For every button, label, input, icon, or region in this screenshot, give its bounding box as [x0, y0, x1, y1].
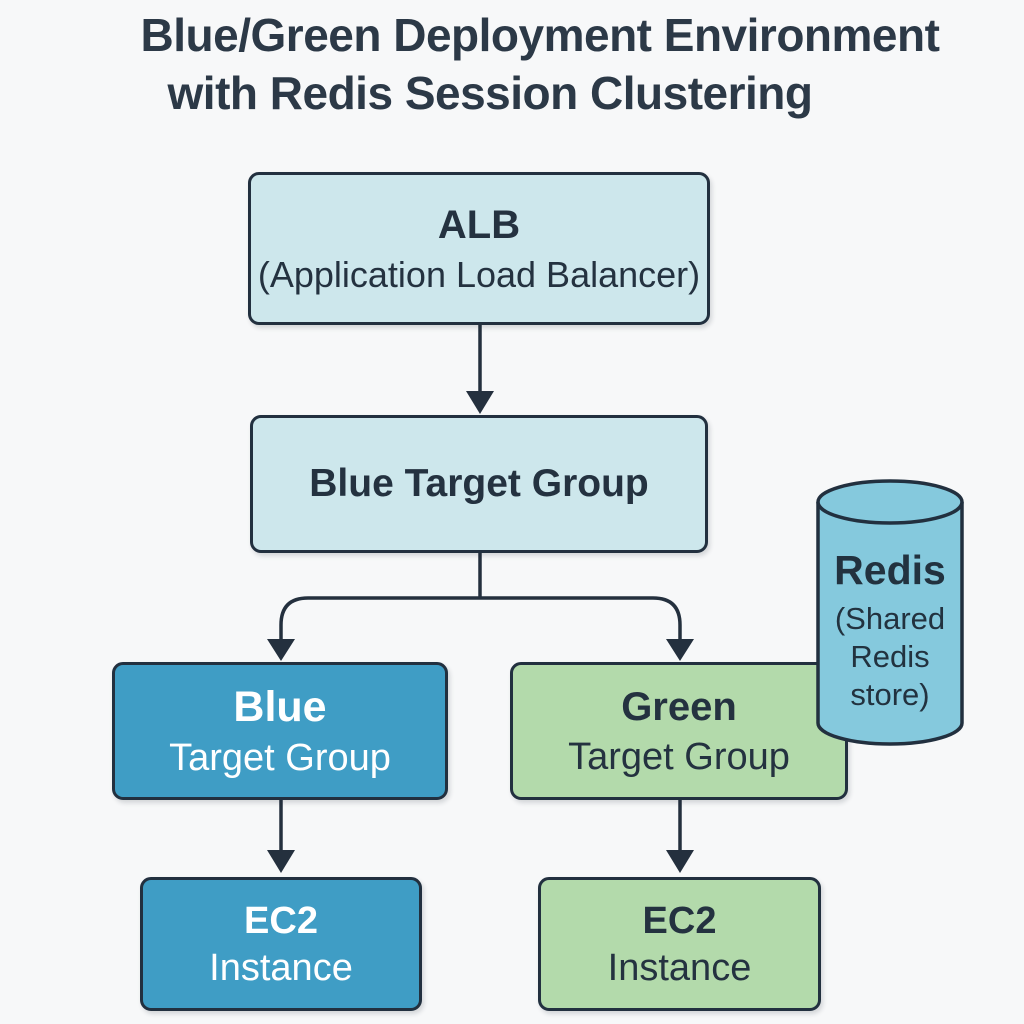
- node-alb-subtitle: (Application Load Balancer): [257, 253, 701, 295]
- node-redis-title: Redis: [834, 547, 946, 593]
- branch-left-line: [279, 596, 480, 642]
- diagram-title-line2: with Redis Session Clustering: [167, 67, 813, 119]
- node-ec2-blue-line1: EC2: [244, 900, 318, 942]
- arrowhead-blue-to-ec2: [267, 850, 295, 873]
- node-blue-target-group-line1: Blue: [233, 683, 327, 731]
- branch-right-line: [480, 596, 682, 642]
- redis-cylinder-top: [816, 479, 964, 525]
- node-alb-title: ALB: [437, 202, 521, 247]
- node-redis-sub-line1: (Shared: [834, 601, 946, 636]
- node-green-target-group-line1: Green: [621, 685, 737, 729]
- arrowhead-green-to-ec2: [666, 850, 694, 873]
- node-green-target-group-line2: Target Group: [568, 736, 790, 778]
- node-ec2-green-line2: Instance: [607, 947, 752, 989]
- node-blue-target-group-main: Blue Target Group: [250, 415, 708, 553]
- arrowhead-alb-to-btg: [466, 391, 494, 414]
- node-blue-target-group-main-label: Blue Target Group: [309, 462, 649, 505]
- diagram-title-line1: Blue/Green Deployment Environment: [140, 9, 940, 61]
- node-blue-target-group-line2: Target Group: [169, 737, 391, 779]
- node-alb: ALB (Application Load Balancer): [248, 172, 710, 325]
- node-ec2-instance-blue: EC2 Instance: [140, 877, 422, 1011]
- arrowhead-branch-right: [666, 639, 694, 661]
- arrowhead-branch-left: [267, 639, 295, 661]
- node-ec2-green-line1: EC2: [642, 900, 717, 942]
- node-blue-target-group: Blue Target Group: [112, 662, 448, 800]
- node-ec2-blue-line2: Instance: [209, 947, 353, 989]
- node-ec2-instance-green: EC2 Instance: [538, 877, 821, 1011]
- diagram-title: Blue/Green Deployment Environment with R…: [0, 6, 1024, 122]
- node-green-target-group: Green Target Group: [510, 662, 848, 800]
